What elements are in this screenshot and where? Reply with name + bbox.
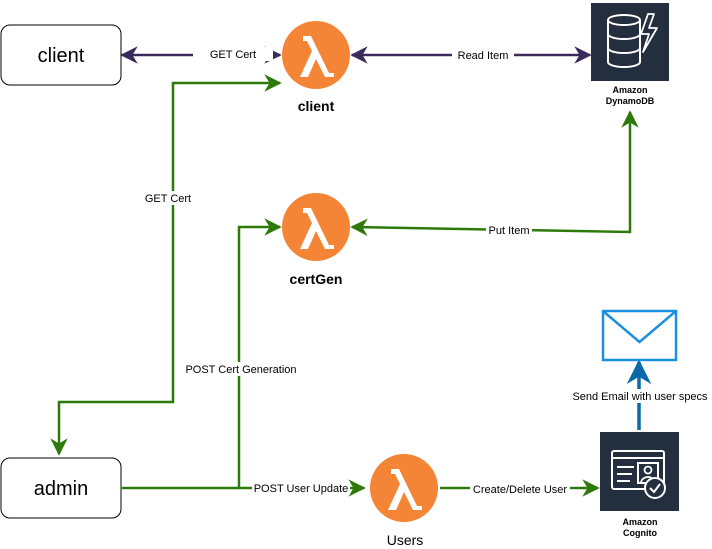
lambda-users-label: Users [387,532,424,548]
dynamodb-icon [591,3,669,81]
client-box-label: client [38,45,85,67]
edge-label-post-user-update: POST User Update [254,483,349,495]
edge-lambda-client-to-dynamodb: Read Item [350,46,592,64]
envelope-icon [601,309,678,362]
lambda-icon [282,21,350,89]
dynamodb-node: Amazon DynamoDB [591,3,669,106]
lambda-client-label: client [298,98,335,114]
edge-client-to-lambda-client: GET Cert [120,46,282,64]
edge-label-read-item: Read Item [458,50,509,62]
edge-label-put-item: Put Item [489,225,530,237]
cognito-icon [600,432,679,511]
lambda-certgen-label: certGen [290,271,343,287]
lambda-users-node: Users [370,454,438,548]
edge-label-get-cert-admin: GET Cert [145,193,191,205]
cognito-node: Amazon Cognito [600,432,679,538]
dynamodb-label-line2: DynamoDB [606,96,655,106]
edge-label-create-delete-user: Create/Delete User [473,484,567,496]
admin-box-label: admin [34,478,88,500]
edge-label-post-cert-generation: POST Cert Generation [185,364,296,376]
cognito-label-line2: Cognito [623,528,657,538]
admin-box: admin [0,457,122,519]
edge-admin-to-lambda-client: GET Cert [50,74,282,456]
cognito-label-line1: Amazon [622,517,657,527]
edge-label-send-email: Send Email with user specs [572,391,708,403]
lambda-icon [370,454,438,522]
dynamodb-label-line1: Amazon [612,85,647,95]
edge-label-get-cert-client: GET Cert [210,49,256,61]
edge-dynamodb-to-certgen: Put Item [350,110,639,237]
lambda-certgen-node: certGen [282,193,350,287]
edge-admin-to-certgen: POST Cert Generation [122,218,299,490]
lambda-icon [282,193,350,261]
client-box: client [0,24,122,86]
edge-users-to-cognito: Create/Delete User [440,479,600,497]
lambda-client-node: client [282,21,350,114]
edge-cognito-to-email: Send Email with user specs [570,359,712,430]
edge-admin-to-users: POST User Update [239,479,366,497]
